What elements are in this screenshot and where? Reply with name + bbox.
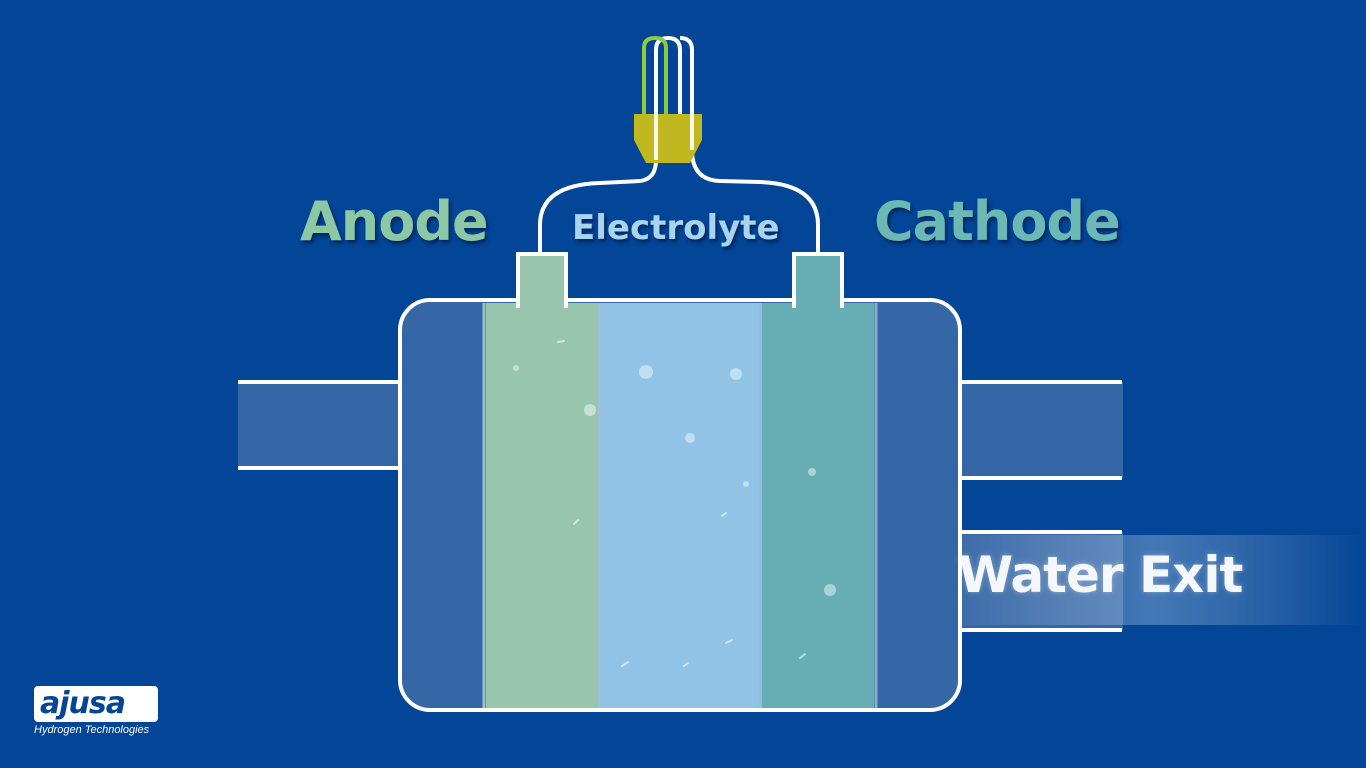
upper-outlet-pipe bbox=[955, 382, 1123, 478]
electrolyte-label: Electrolyte bbox=[572, 208, 780, 248]
streak bbox=[725, 639, 733, 644]
inlet-pipe bbox=[238, 382, 408, 468]
streak bbox=[621, 661, 629, 667]
bubble bbox=[639, 365, 653, 379]
logo-wordmark: ajusa bbox=[40, 686, 126, 721]
ajusa-logo: ajusa Hydrogen Technologies bbox=[34, 686, 162, 736]
cathode-wire bbox=[679, 36, 820, 254]
cathode-label: Cathode bbox=[874, 190, 1121, 253]
bubble bbox=[513, 365, 519, 371]
power-plug-icon bbox=[634, 114, 702, 163]
anode-plate bbox=[486, 303, 598, 708]
anode-terminal-join bbox=[520, 296, 564, 310]
cathode-terminal-join bbox=[796, 296, 840, 310]
electrolyte-membrane bbox=[601, 303, 759, 708]
bubble bbox=[743, 481, 749, 487]
gas-bubbles bbox=[513, 365, 836, 596]
bubble bbox=[584, 404, 596, 416]
streak bbox=[573, 519, 579, 525]
logo-badge: ajusa bbox=[34, 686, 158, 722]
water-exit-label: Water Exit bbox=[958, 546, 1243, 604]
streak bbox=[557, 340, 565, 343]
bubble bbox=[730, 368, 742, 380]
water-exit-flow bbox=[940, 535, 1366, 625]
streak bbox=[683, 662, 689, 667]
cathode-plate bbox=[762, 303, 874, 708]
anode-label: Anode bbox=[300, 190, 489, 253]
bubble-streaks bbox=[557, 340, 806, 667]
bubble bbox=[824, 584, 836, 596]
logo-tagline: Hydrogen Technologies bbox=[34, 724, 150, 736]
bubble bbox=[808, 468, 816, 476]
streak bbox=[799, 653, 806, 659]
green-wire bbox=[642, 35, 668, 115]
bubble bbox=[685, 433, 695, 443]
streak bbox=[721, 512, 727, 517]
